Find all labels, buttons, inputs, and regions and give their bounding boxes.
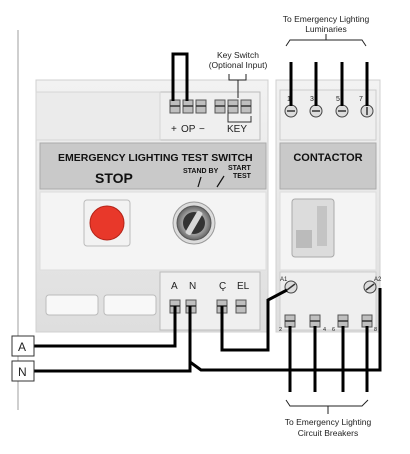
contactor-terminal-8: 8	[374, 327, 377, 333]
luminaires-note-line2: Luminaries	[305, 24, 347, 34]
screw-terminal-icon	[169, 99, 181, 114]
stop-button[interactable]	[83, 199, 131, 247]
contactor-terminal-2: 2	[279, 327, 282, 333]
phase-label-box	[11, 335, 35, 357]
module-title: EMERGENCY LIGHTING TEST SWITCH	[58, 152, 253, 164]
breakers-bracket	[285, 399, 369, 407]
standby-label: STAND BY	[183, 168, 219, 175]
contactor-title: CONTACTOR	[293, 152, 362, 164]
luminaire-wires	[289, 62, 369, 106]
screw-terminal-icon	[182, 99, 194, 114]
contactor-banner	[279, 142, 377, 190]
start-label-line2: TEST	[233, 173, 252, 180]
screw-terminal-icon	[235, 299, 247, 314]
terminal-n-label: N	[189, 281, 196, 292]
supply-wires	[34, 288, 382, 373]
contactor-terminal-3: 3	[310, 96, 314, 103]
screw-terminal-icon	[240, 99, 252, 114]
blank-slot-1	[45, 294, 99, 316]
contactor-terminal-7: 7	[359, 96, 363, 103]
screw-terminal-icon	[214, 99, 226, 114]
breaker-wires	[288, 326, 369, 392]
terminal-el-label: EL	[237, 281, 250, 292]
key-switch-note-line2: (Optional Input)	[209, 60, 268, 70]
neutral-label: N	[18, 365, 27, 379]
contactor-indicator	[291, 198, 335, 258]
contactor-coil-terminals	[284, 280, 377, 294]
screw-terminal-icon	[227, 99, 239, 114]
breakers-note-line1: To Emergency Lighting	[285, 417, 372, 427]
contactor-module	[275, 79, 381, 333]
status-label: STOP	[95, 170, 133, 186]
key-switch-icon[interactable]	[172, 201, 216, 245]
contactor-top-terminals	[284, 104, 374, 118]
terminal-op: OP	[181, 124, 196, 135]
screw-terminal-icon	[195, 99, 207, 114]
luminaires-note-line1: To Emergency Lighting	[283, 14, 370, 24]
key-switch-bracket	[228, 74, 247, 81]
contactor-terminal-4: 4	[323, 327, 326, 333]
terminal-a-label: A	[171, 281, 178, 292]
terminal-minus: −	[199, 124, 205, 135]
blank-slot-2	[103, 294, 157, 316]
timer-top-terminals	[169, 99, 252, 123]
op-loop-wire	[171, 52, 189, 101]
terminal-c-label: Ç	[219, 281, 226, 292]
key-switch-note-line1: Key Switch	[217, 50, 259, 60]
coil-terminal-a1: A1	[280, 277, 288, 283]
luminaires-bracket	[285, 39, 367, 47]
breakers-note-line2: Circuit Breakers	[298, 428, 358, 438]
phase-label: A	[18, 340, 26, 354]
start-label-line1: START	[228, 165, 252, 172]
coil-terminal-a2: A2	[374, 277, 382, 283]
terminal-plus: +	[171, 124, 177, 135]
contactor-terminal-6: 6	[332, 327, 335, 333]
test-switch-module	[35, 79, 269, 333]
neutral-label-box	[11, 360, 35, 382]
contactor-terminal-5: 5	[336, 96, 340, 103]
contactor-terminal-1: 1	[287, 96, 291, 103]
terminal-key: KEY	[227, 124, 247, 135]
module-banner	[39, 142, 267, 190]
